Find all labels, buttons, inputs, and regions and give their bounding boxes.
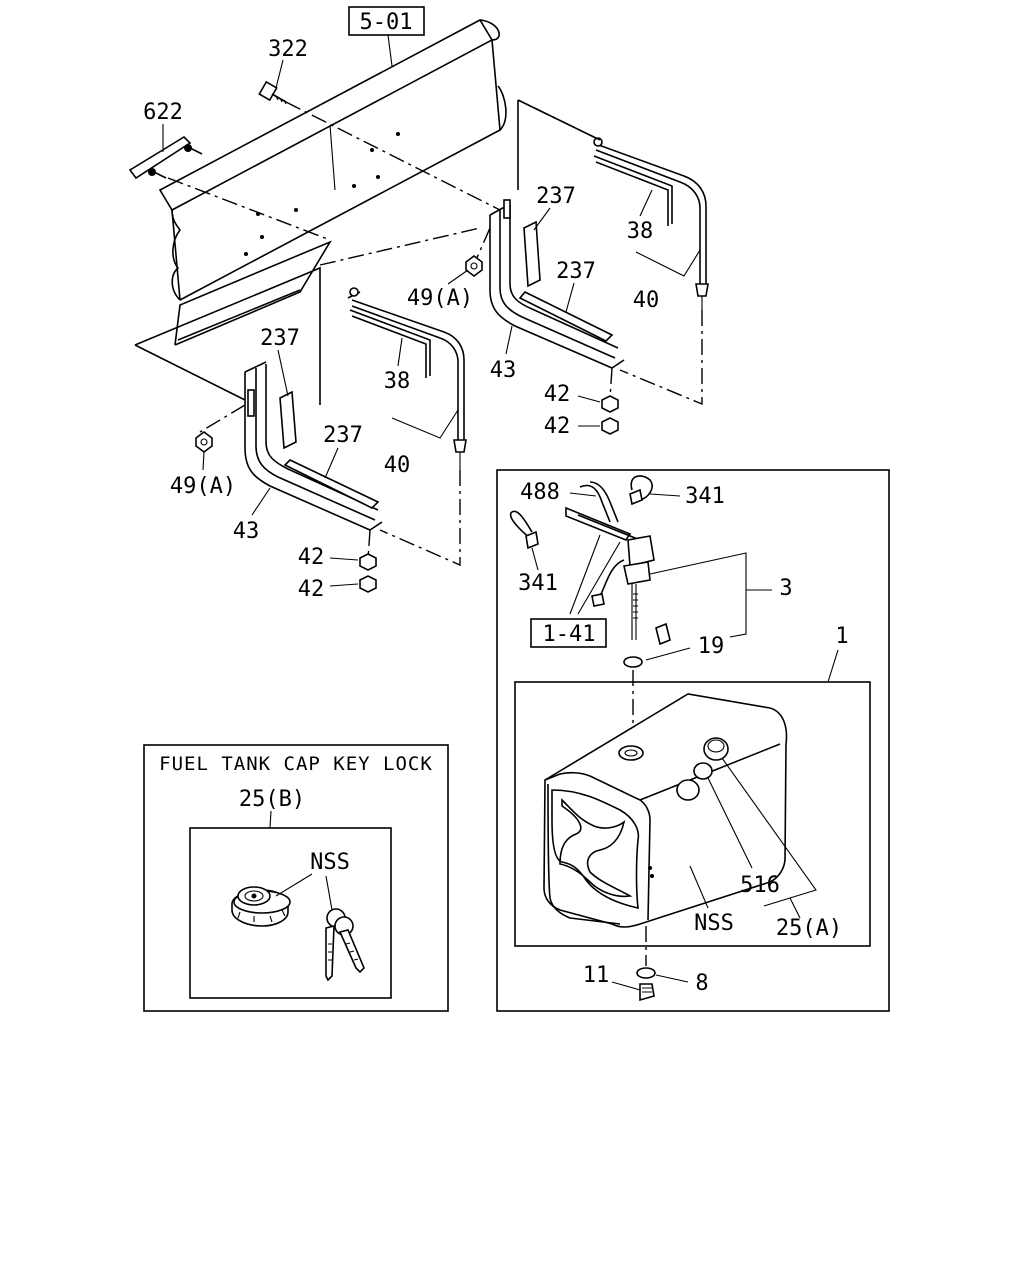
ref-chassis-label: 5-01 (360, 10, 413, 35)
label-322: 322 (268, 37, 308, 62)
right-bracket-labels: 237 38 237 40 49(A) 43 42 42 (407, 184, 701, 439)
ref-gauge-box: 1-41 (530, 534, 621, 648)
locking-cap-icon (231, 886, 291, 927)
label-42-b: 42 (544, 414, 571, 439)
label-516: 516 (740, 873, 780, 898)
bolt-322: 322 (258, 37, 501, 211)
fuel-gauge-unit (565, 481, 671, 646)
label-237-a: 237 (536, 184, 576, 209)
plate-622: 622 (128, 100, 331, 241)
label-40-a: 40 (633, 288, 660, 313)
right-bracket-assembly (319, 99, 709, 435)
label-38-b: 38 (384, 369, 411, 394)
label-341-a: 341 (685, 484, 725, 509)
cable-tie-341-left (509, 510, 539, 550)
label-488: 488 (520, 480, 560, 505)
label-40-b: 40 (384, 453, 411, 478)
cable-tie-341-top (629, 475, 653, 506)
inset-title: FUEL TANK CAP KEY LOCK (159, 753, 433, 775)
label-341-b: 341 (518, 571, 558, 596)
label-622: 622 (143, 100, 183, 125)
label-237-c: 237 (260, 326, 300, 351)
fuel-tank-panel: 1-41 (496, 469, 890, 1012)
label-43-a: 43 (490, 358, 517, 383)
label-11: 11 (583, 963, 610, 988)
gasket-19 (623, 656, 643, 668)
label-nss-tank: NSS (694, 911, 734, 936)
label-49a-a: 49(A) (407, 286, 473, 311)
label-237-d: 237 (323, 423, 363, 448)
label-237-b: 237 (556, 259, 596, 284)
label-49a-b: 49(A) (170, 474, 236, 499)
label-1: 1 (835, 624, 848, 649)
fuel-tank-body (543, 693, 788, 928)
washer-8 (636, 967, 656, 979)
label-43-b: 43 (233, 519, 260, 544)
ref-chassis-box: 5-01 (348, 6, 425, 67)
label-3: 3 (779, 576, 792, 601)
label-nss-key: NSS (310, 850, 350, 875)
label-38-a: 38 (627, 219, 654, 244)
label-25b: 25(B) (239, 787, 305, 812)
keys-icon (325, 908, 365, 982)
chassis-frame-rail (158, 18, 507, 301)
cap-key-lock-panel: FUEL TANK CAP KEY LOCK 25(B) NSS (143, 744, 449, 1012)
label-42-c: 42 (298, 545, 325, 570)
ref-gauge-label: 1-41 (543, 622, 596, 647)
left-bracket-labels: 237 38 237 40 49(A) 43 42 42 (170, 326, 459, 602)
label-8: 8 (695, 971, 708, 996)
label-25a: 25(A) (776, 916, 842, 941)
label-42-a: 42 (544, 382, 571, 407)
label-19: 19 (698, 634, 725, 659)
label-42-d: 42 (298, 577, 325, 602)
left-bracket-assembly (134, 240, 467, 593)
